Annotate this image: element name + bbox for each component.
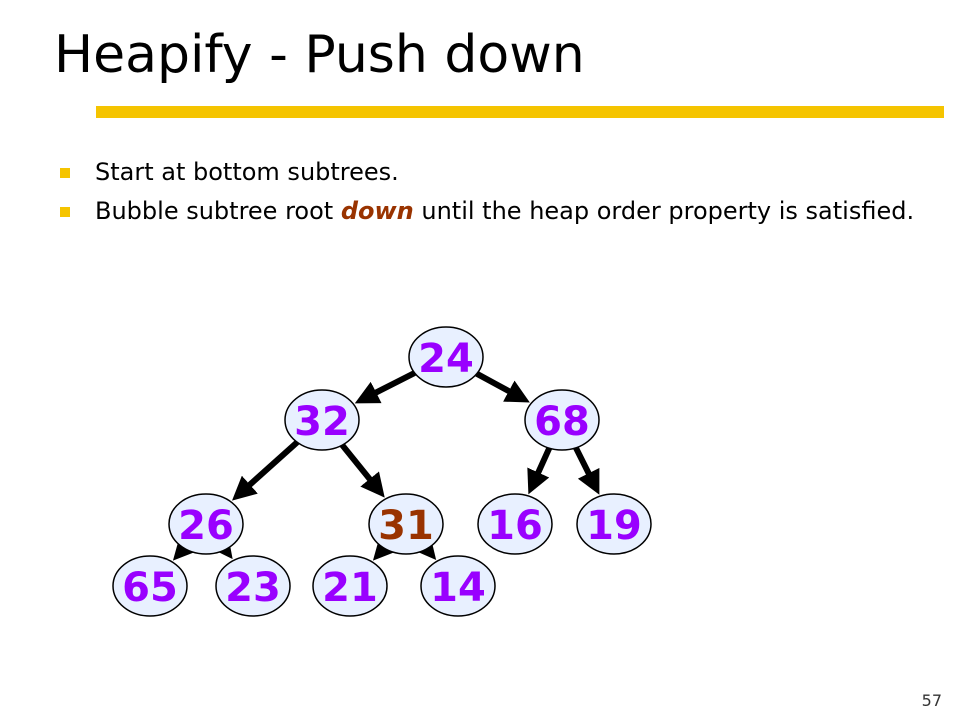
- tree-node: 68: [524, 389, 600, 451]
- tree-node: 31: [368, 493, 444, 555]
- tree-nodes: 24 32 68 26 31 16 19 65 23 21 14: [112, 326, 652, 617]
- tree-edge-arrow: [172, 534, 198, 561]
- tree-node-ellipse: [112, 555, 188, 617]
- tree-edge-arrow: [354, 370, 417, 404]
- square-bullet-icon: [60, 168, 70, 178]
- tree-node-ellipse: [408, 326, 484, 388]
- tree-node-ellipse: [312, 555, 388, 617]
- tree-node-ellipse: [524, 389, 600, 451]
- tree-node-ellipse: [368, 493, 444, 555]
- tree-node: 23: [215, 555, 291, 617]
- tree-node: 26: [168, 493, 244, 555]
- page-number: 57: [921, 691, 942, 710]
- slide-title: Heapify - Push down: [54, 25, 585, 85]
- tree-node-label: 23: [225, 565, 281, 611]
- tree-node-label: 26: [178, 503, 234, 549]
- tree-node-ellipse: [284, 389, 360, 451]
- tree-node-label: 65: [122, 565, 178, 611]
- bullet-text: Bubble subtree root: [95, 197, 341, 225]
- bullet-emphasis-text: down: [340, 197, 414, 225]
- tree-node-label: 68: [534, 399, 590, 445]
- tree-edge-arrow: [372, 534, 398, 561]
- tree-edge-arrow: [527, 446, 553, 495]
- bullet-item: Bubble subtree root down until the heap …: [60, 194, 920, 229]
- square-bullet-icon: [60, 207, 70, 217]
- tree-node: 21: [312, 555, 388, 617]
- bullet-list: Start at bottom subtrees. Bubble subtree…: [60, 155, 920, 233]
- tree-node-label: 21: [322, 565, 378, 611]
- tree-node-ellipse: [215, 555, 291, 617]
- tree-node: 19: [576, 493, 652, 555]
- tree-node: 16: [477, 493, 553, 555]
- bullet-item: Start at bottom subtrees.: [60, 155, 920, 190]
- tree-node-ellipse: [477, 493, 553, 555]
- tree-edge-arrow: [573, 446, 600, 495]
- tree-edge-arrow: [475, 371, 530, 403]
- tree-node-label: 24: [418, 336, 474, 382]
- bullet-text: Start at bottom subtrees.: [95, 158, 399, 186]
- tree-node-ellipse: [168, 493, 244, 555]
- tree-node-label: 14: [430, 565, 486, 611]
- tree-node-label: 19: [586, 503, 642, 549]
- bullet-text: until the heap order property is satisfi…: [413, 197, 915, 225]
- tree-node: 32: [284, 389, 360, 451]
- tree-node-label: 31: [378, 503, 434, 549]
- tree-node-ellipse: [576, 493, 652, 555]
- title-underline-bar: [96, 106, 944, 118]
- tree-node: 65: [112, 555, 188, 617]
- tree-node: 24: [408, 326, 484, 388]
- tree-node-label: 32: [294, 399, 350, 445]
- tree-edge-arrow: [232, 440, 300, 501]
- tree-edge-arrow: [411, 533, 437, 560]
- tree-node: 14: [420, 555, 496, 617]
- tree-node-ellipse: [420, 555, 496, 617]
- tree-edge-arrow: [339, 443, 385, 498]
- tree-node-label: 16: [487, 503, 543, 549]
